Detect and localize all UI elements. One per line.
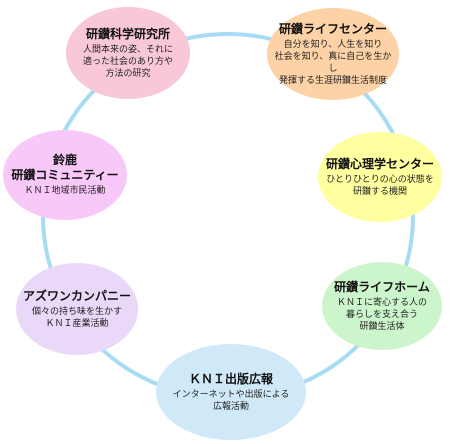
node-psychology-center: 研鑚心理学センター ひとりひとりの心の状態を 研鑚する機関 (318, 132, 442, 222)
node-desc-line: ＫＮＩ地域市民活動 (24, 186, 106, 196)
node-desc-line: ＫＮＩに寄心する人の (336, 297, 427, 308)
node-desc-line: 研鑚生活体 (359, 321, 405, 332)
node-desc-line: 社会を知り、真に自己を生かし (274, 51, 392, 74)
node-research-institute: 研鑚科学研究所 人間本来の姿、それに 適った社会のあり方や 方法の研究 (66, 7, 190, 99)
node-title: 研鑚科学研究所 (85, 26, 170, 41)
node-desc-line: 人間本来の姿、それに (82, 44, 173, 55)
node-desc-line: ひとりひとりの心の状態を (326, 174, 434, 185)
node-azwan-company: アズワンカンパニー 個々の持ち味を生かす ＫＮＩ産業活動 (16, 263, 138, 355)
node-desc-line: インターネットや出版による (172, 389, 290, 400)
node-title: 鈴鹿 研鑚コミュニティー (11, 153, 119, 182)
node-desc-line: 適った社会のあり方や (82, 56, 173, 67)
node-desc-line: 発揮する生涯研鑚生活制度 (278, 75, 387, 86)
node-desc-line: 自分を知り、人生を知り (283, 39, 383, 50)
node-life-center: 研鑚ライフセンター 自分を知り、人生を知り 社会を知り、真に自己を生かし 発揮す… (267, 8, 399, 100)
node-title: 研鑚ライフセンター (278, 21, 387, 36)
node-desc-line: 広報活動 (212, 401, 249, 412)
node-desc-line: 研鑚する機関 (352, 186, 407, 197)
node-title: ＫＮＩ出版広報 (188, 371, 273, 386)
node-title: 研鑚ライフホーム (334, 279, 430, 294)
node-publishing: ＫＮＩ出版広報 インターネットや出版による 広報活動 (156, 344, 306, 440)
node-life-home: 研鑚ライフホーム ＫＮＩに寄心する人の 暮らしを支え合う 研鑚生活体 (322, 262, 442, 350)
node-title: アズワンカンパニー (22, 288, 131, 303)
node-desc-line: ＫＮＩ産業活動 (45, 318, 109, 329)
node-desc-line: 暮らしを支え合う (345, 309, 418, 320)
node-suzuka-community: 鈴鹿 研鑚コミュニティー ＫＮＩ地域市民活動 (3, 130, 127, 220)
node-desc-line: 個々の持ち味を生かす (31, 306, 122, 317)
node-title: 研鑚心理学センター (325, 156, 434, 171)
node-desc-line: 方法の研究 (105, 68, 151, 79)
